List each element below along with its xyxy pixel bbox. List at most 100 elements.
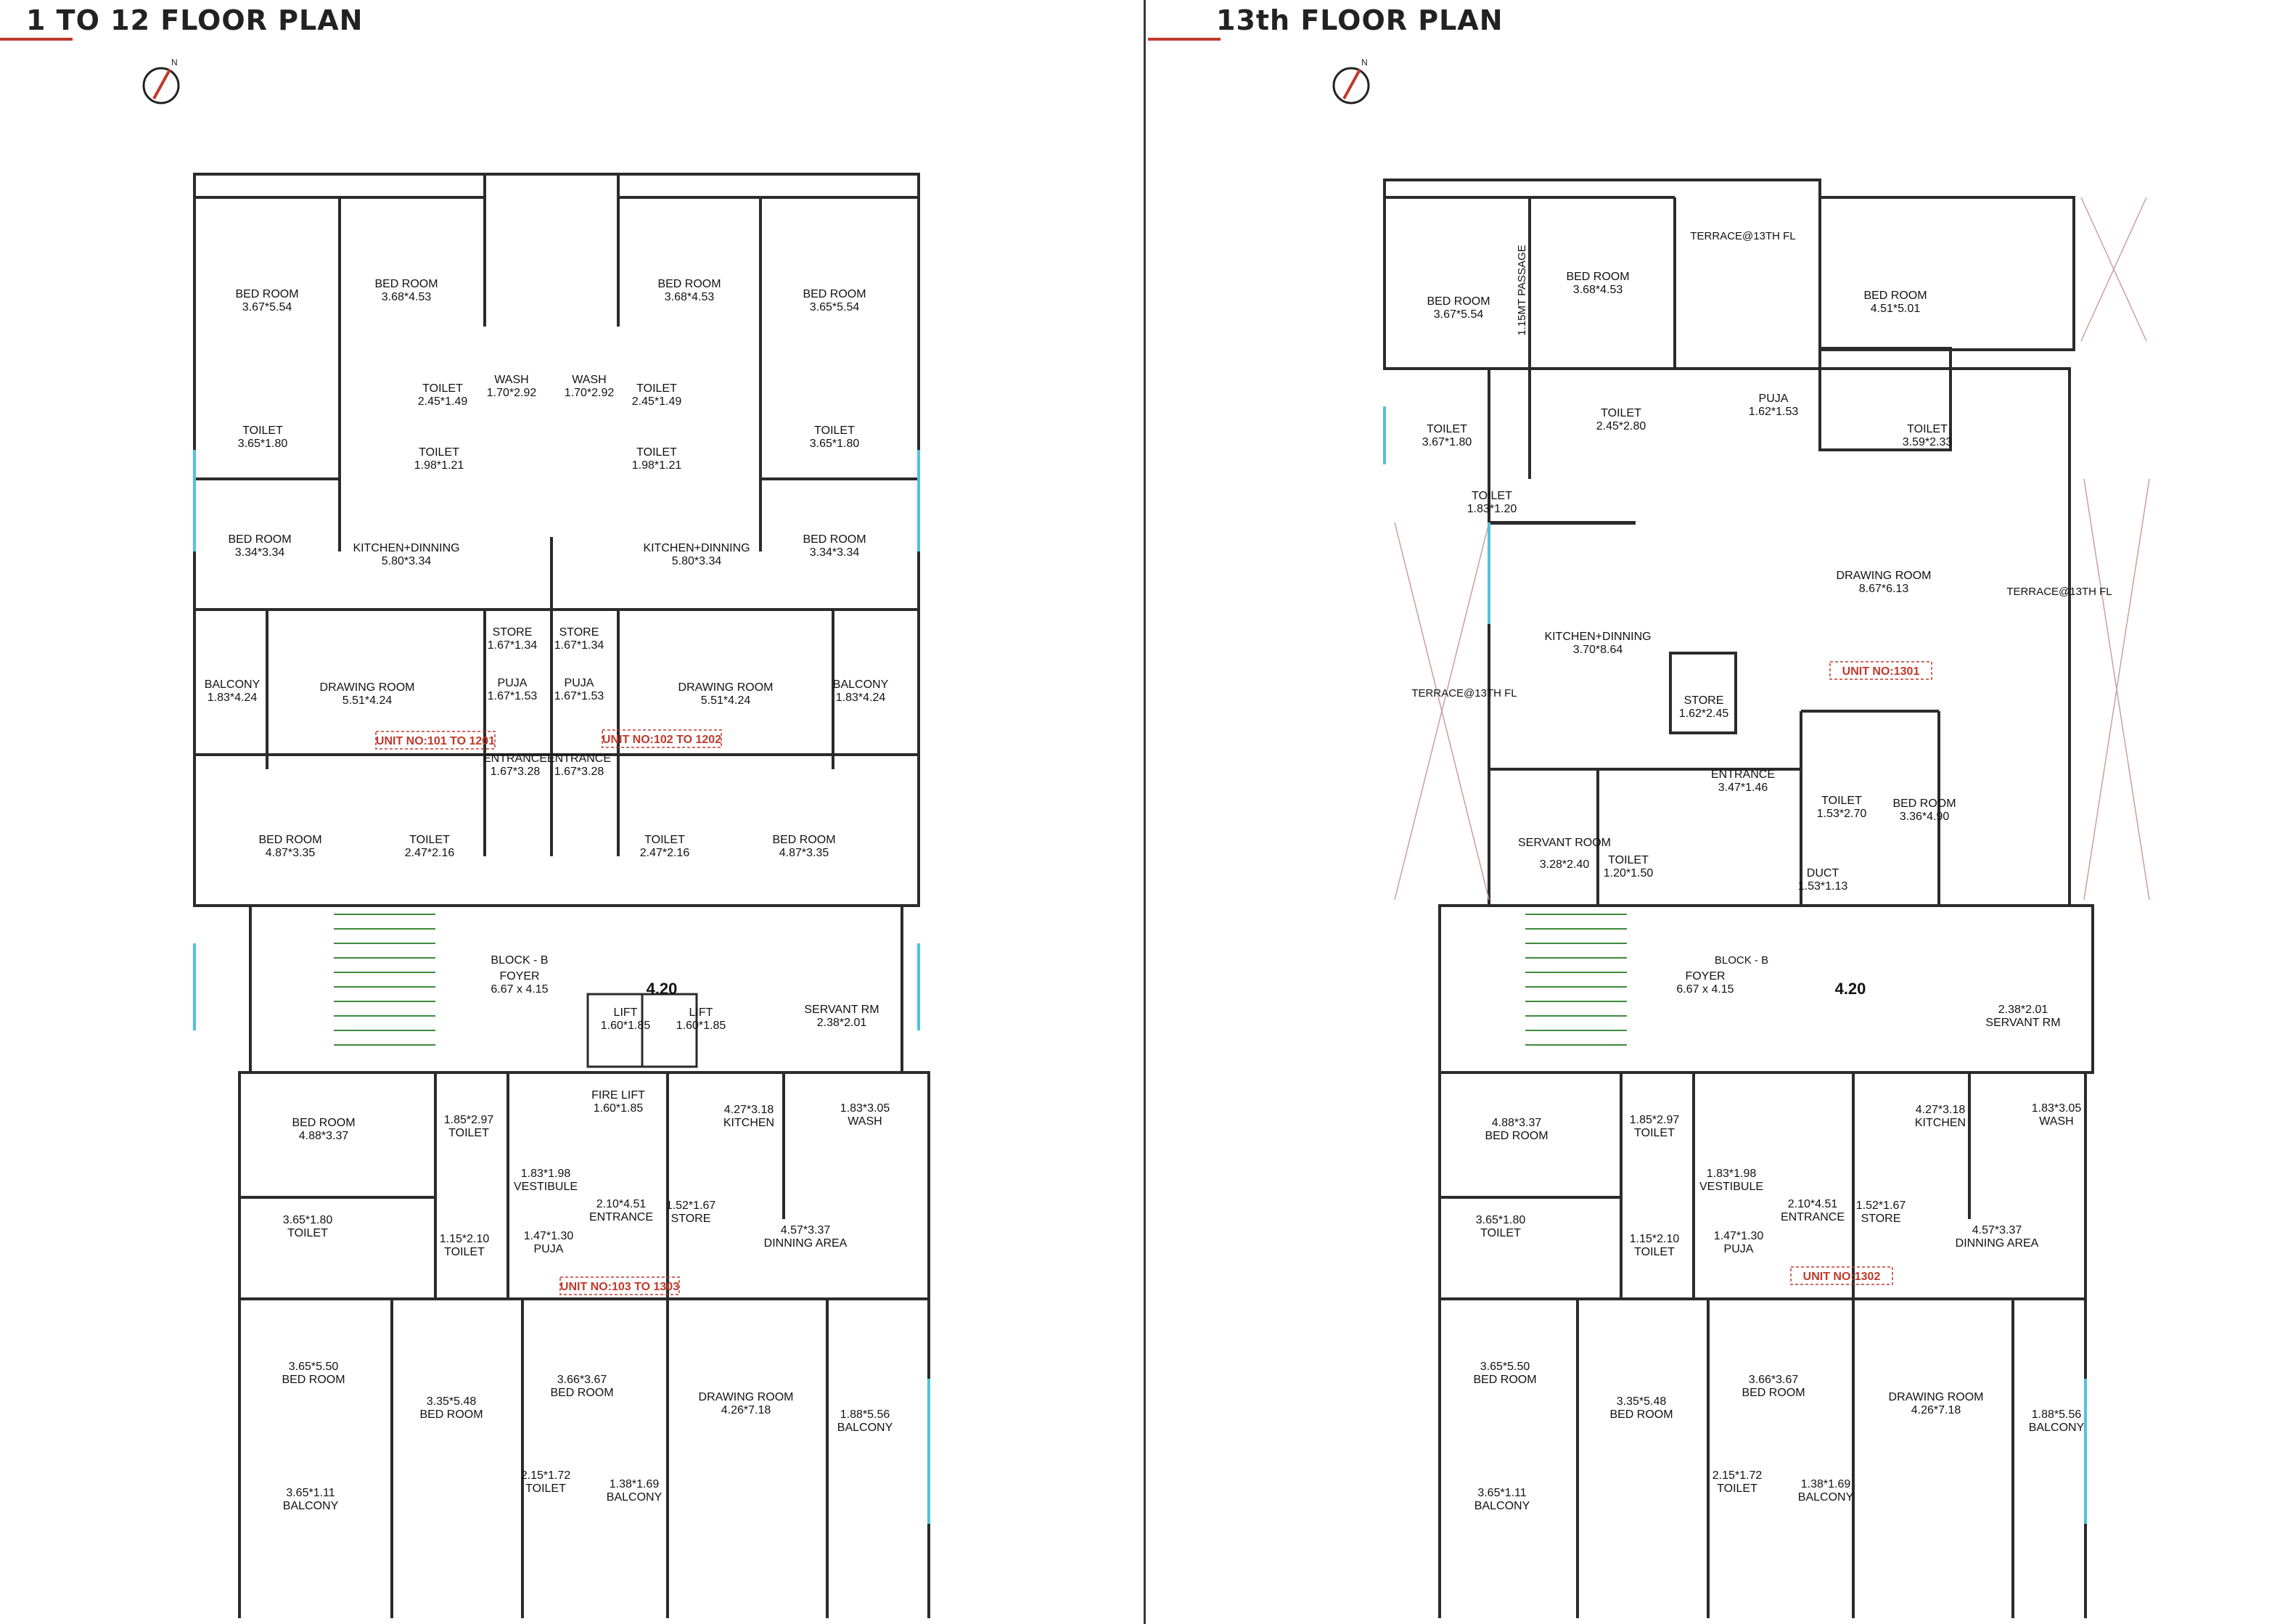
room-label: PUJA: [498, 677, 528, 689]
room-label: BALCONY: [607, 1491, 663, 1504]
room-label: KITCHEN: [723, 1117, 774, 1129]
room-label: BALCONY: [205, 678, 261, 691]
room-size: 4.88*3.37: [1492, 1117, 1542, 1129]
room-label: TOILET: [1634, 1127, 1675, 1139]
room-label: ENTRANCE: [1781, 1211, 1845, 1223]
room-label: BED ROOM: [550, 1387, 613, 1399]
room-label: STORE: [671, 1213, 711, 1225]
room-size: 2.10*4.51: [596, 1198, 647, 1210]
room-size: 1.70*2.92: [565, 387, 615, 399]
room-size: 2.47*2.16: [640, 847, 690, 859]
room-size: 1.62*2.45: [1679, 708, 1729, 720]
room-label: TOILET: [409, 834, 450, 846]
room-size: 3.68*4.53: [1573, 284, 1623, 296]
room-size: 1.38*1.69: [1801, 1478, 1851, 1490]
room-label: BED ROOM: [657, 278, 721, 290]
room-label: KITCHEN+DINNING: [1544, 631, 1651, 643]
room-label: BED ROOM: [419, 1408, 483, 1421]
room-label: TOILET: [644, 834, 685, 846]
room-label: TOILET: [1907, 423, 1948, 435]
sheet-title: 13th FLOOR PLAN: [1216, 4, 1504, 36]
room-size: 3.34*3.34: [235, 546, 285, 559]
room-size: 2.45*1.49: [632, 395, 682, 408]
room-size: 3.65*1.80: [810, 438, 860, 450]
room-label: PUJA: [1759, 393, 1789, 405]
room-label: DRAWING ROOM: [678, 681, 774, 694]
north-compass-icon: N: [1332, 57, 1370, 104]
room-size: 3.65*1.80: [1476, 1214, 1526, 1226]
room-label: TOILET: [636, 382, 677, 395]
room-label: BALCONY: [2029, 1422, 2085, 1434]
room-size: 1.53*1.13: [1798, 880, 1848, 893]
room-size: 1.15*2.10: [440, 1233, 490, 1245]
room-size: 1.83*1.98: [521, 1168, 571, 1180]
room-label: PUJA: [565, 677, 594, 689]
room-size: 2.38*2.01: [1998, 1004, 2048, 1016]
room-size: 1.67*1.53: [554, 690, 604, 702]
room-label: TOILET: [1821, 795, 1862, 807]
room-size: 3.66*3.67: [557, 1374, 607, 1386]
room-label: PUJA: [534, 1243, 564, 1255]
room-label: VESTIBULE: [514, 1181, 578, 1193]
block-label: BLOCK - B: [491, 954, 548, 967]
room-size: 1.88*5.56: [2032, 1408, 2082, 1421]
room-size: 5.51*4.24: [342, 694, 393, 707]
room-size: 1.53*2.70: [1817, 808, 1867, 820]
room-size: 3.34*3.34: [810, 546, 860, 559]
room-label: DRAWING ROOM: [1837, 570, 1932, 582]
room-size: 6.67 x 4.15: [491, 983, 548, 996]
unit-label: UNIT NO:1301: [1842, 665, 1920, 678]
room-label: LIFT: [614, 1006, 638, 1019]
room-size: 3.67*5.54: [1434, 308, 1484, 321]
room-size: 5.80*3.34: [382, 555, 432, 567]
room-label: LIFT: [689, 1006, 713, 1019]
north-label: N: [1361, 57, 1368, 67]
room-label: STORE: [1861, 1213, 1901, 1225]
room-size: 1.60*1.85: [594, 1102, 644, 1115]
room-label: BED ROOM: [228, 533, 291, 546]
room-label: BED ROOM: [803, 533, 866, 546]
room-size: 3.66*3.67: [1749, 1374, 1799, 1386]
floor-plan-sheet-1-12: 1 TO 12 FLOOR PLAN N: [0, 0, 1145, 1624]
floor-plan-drawing: BED ROOM 3.67*5.54 BED ROOM 3.68*4.53 BE…: [1383, 179, 2150, 1618]
room-label: BED ROOM: [374, 278, 438, 290]
room-label: DINNING AREA: [764, 1237, 848, 1250]
room-label: DRAWING ROOM: [699, 1391, 794, 1403]
room-label: BED ROOM: [1609, 1408, 1673, 1421]
room-size: 1.67*1.53: [488, 690, 538, 702]
room-size: 2.45*2.80: [1596, 420, 1646, 432]
room-size: 2.45*1.49: [418, 395, 468, 408]
room-label: TOILET: [448, 1127, 489, 1139]
room-label: FOYER: [499, 970, 539, 983]
room-size: 3.67*5.54: [242, 301, 292, 313]
room-label: BED ROOM: [1427, 295, 1490, 308]
room-label: KITCHEN: [1915, 1117, 1966, 1129]
room-size: 1.83*1.20: [1467, 503, 1517, 515]
room-size: 2.15*1.72: [521, 1469, 571, 1482]
room-label: BED ROOM: [282, 1374, 345, 1386]
terrace-label: TERRACE@13TH FL: [1411, 687, 1517, 700]
room-label: BED ROOM: [235, 288, 298, 300]
room-size: 6.67 x 4.15: [1676, 983, 1734, 996]
room-size: 3.28*2.40: [1540, 858, 1590, 871]
lift-width-label: 4.20: [1835, 980, 1866, 998]
room-size: 1.38*1.69: [610, 1478, 660, 1490]
room-size: 4.87*3.35: [779, 847, 829, 859]
room-size: 1.83*3.05: [2032, 1102, 2082, 1115]
room-size: 3.65*5.50: [1480, 1361, 1530, 1373]
room-label: TOILET: [525, 1482, 566, 1495]
room-label: SERVANT ROOM: [1518, 837, 1611, 849]
room-label: BED ROOM: [772, 834, 835, 846]
room-label: TOILET: [1601, 407, 1641, 419]
room-size: 1.20*1.50: [1604, 867, 1654, 879]
lift-width-label: 4.20: [647, 980, 678, 998]
room-label: BED ROOM: [1892, 797, 1956, 810]
room-size: 1.62*1.53: [1749, 406, 1799, 418]
room-label: ENTRANCE: [1711, 768, 1775, 781]
block-label: BLOCK - B: [1715, 954, 1768, 967]
room-size: 3.68*4.53: [382, 291, 432, 303]
room-size: 4.57*3.37: [1972, 1224, 2022, 1237]
room-size: 5.51*4.24: [701, 694, 751, 707]
room-size: 1.67*3.28: [554, 766, 604, 778]
room-size: 3.67*1.80: [1422, 436, 1472, 448]
